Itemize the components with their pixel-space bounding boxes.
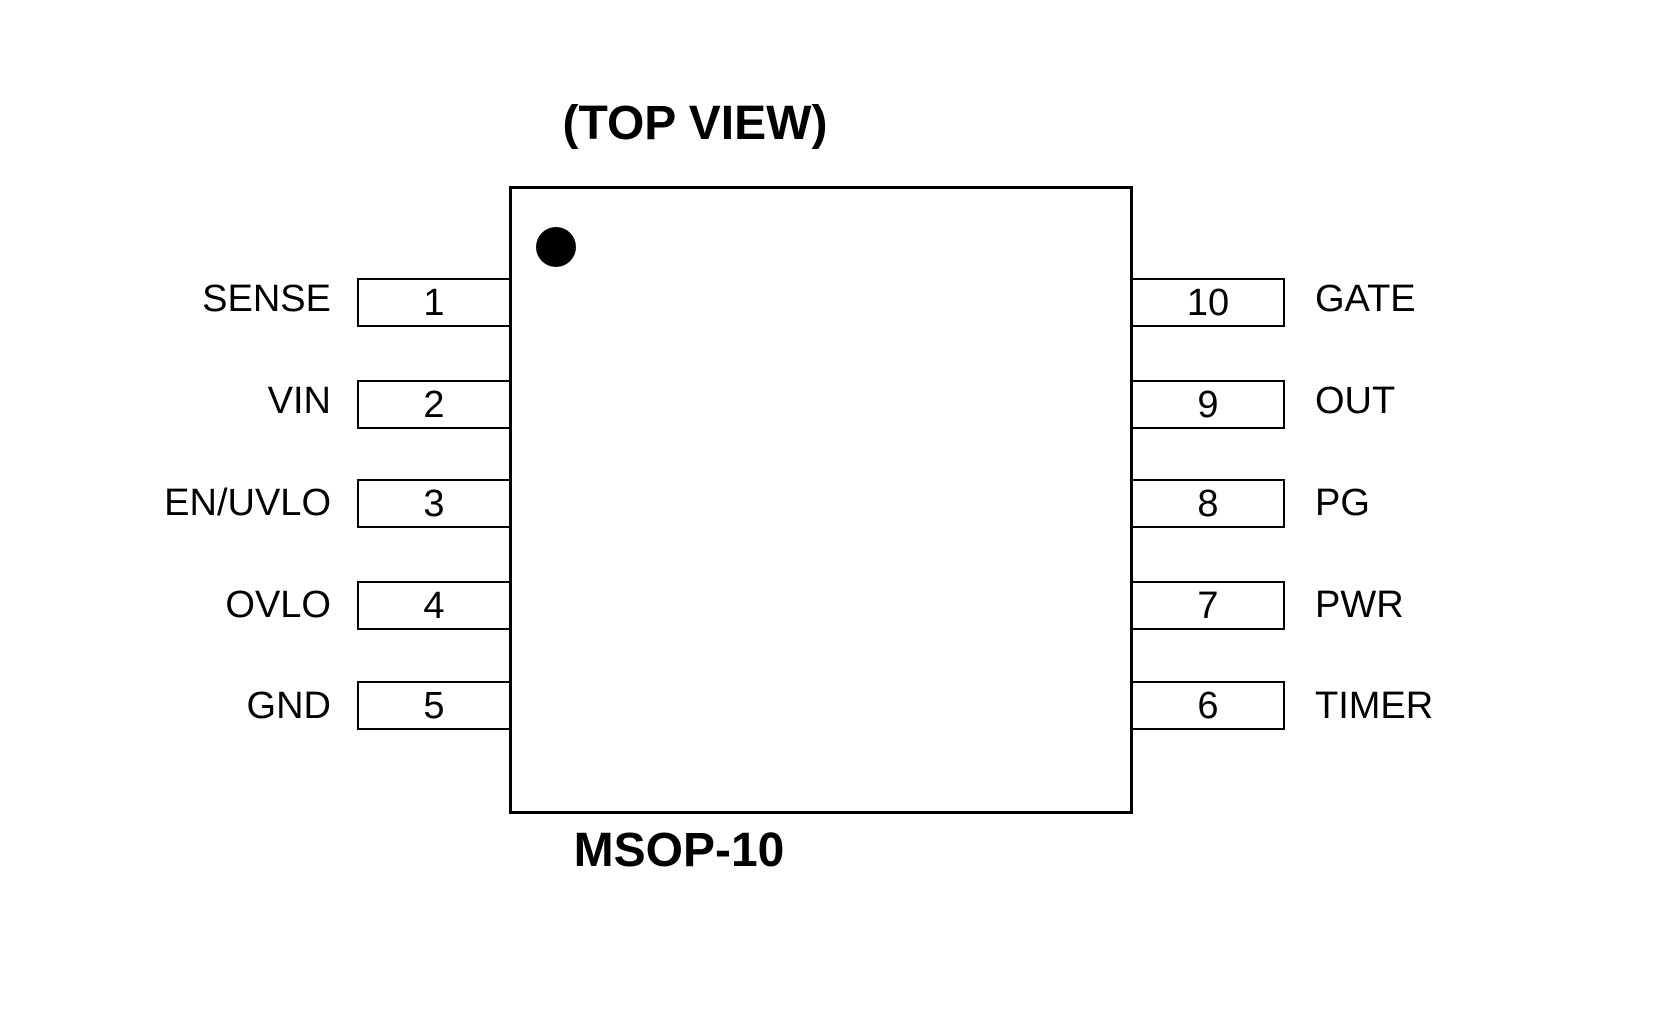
pin-3-label: EN/UVLO xyxy=(164,482,331,524)
pin-2-label: VIN xyxy=(267,380,331,422)
pin-9-label: OUT xyxy=(1315,380,1396,422)
pin1-indicator-dot xyxy=(536,227,576,267)
pin-8-label: PG xyxy=(1315,482,1370,524)
pin-2-number: 2 xyxy=(357,380,509,429)
pin-6-number: 6 xyxy=(1133,681,1285,730)
pin-5-label: GND xyxy=(246,685,331,727)
pin-6-label: TIMER xyxy=(1315,685,1434,727)
pin-4-label: OVLO xyxy=(225,584,331,626)
pin-5-number: 5 xyxy=(357,681,509,730)
pin-1-number: 1 xyxy=(357,278,509,327)
pin-7-label: PWR xyxy=(1315,584,1404,626)
pin-3-number: 3 xyxy=(357,479,509,528)
pin-9-number: 9 xyxy=(1133,380,1285,429)
pin-7-number: 7 xyxy=(1133,581,1285,630)
diagram-title: (TOP VIEW) xyxy=(562,97,828,150)
pin-10-label: GATE xyxy=(1315,278,1416,320)
pin-10-number: 10 xyxy=(1133,278,1285,327)
package-name: MSOP-10 xyxy=(573,824,785,877)
pin-4-number: 4 xyxy=(357,581,509,630)
pin-1-label: SENSE xyxy=(202,278,331,320)
pin-8-number: 8 xyxy=(1133,479,1285,528)
ic-package-body xyxy=(509,186,1133,814)
